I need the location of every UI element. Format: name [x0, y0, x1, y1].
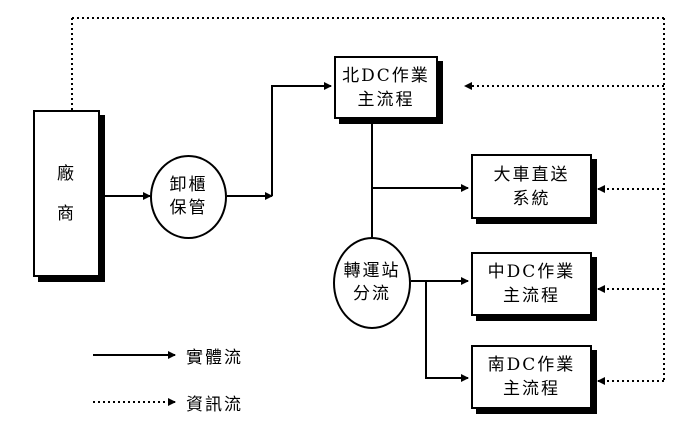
- south-dc-box: 南DC作業 主流程: [471, 345, 592, 409]
- south-dc-label-line2: 主流程: [503, 379, 560, 399]
- south-dc-label-line1: 南DC作業: [487, 355, 576, 375]
- unload-storage-node: 卸櫃 保管: [150, 155, 227, 239]
- vendor-label-line1: 廠: [57, 163, 76, 184]
- legend-physical-label: 實體流: [186, 348, 243, 368]
- unload-label-line1: 卸櫃: [169, 175, 208, 195]
- unload-label-line2: 保管: [169, 198, 208, 218]
- physical-arrow-to-north-dc: [271, 82, 332, 196]
- transfer-label-line1: 轉運站: [343, 261, 401, 281]
- vendor-label-line2: 商: [57, 203, 76, 224]
- transfer-label-line2: 分流: [353, 284, 391, 304]
- direct-shipping-box: 大車直送 系統: [471, 154, 592, 219]
- north-dc-label-line2: 主流程: [357, 89, 415, 110]
- vendor-box: 廠 商: [33, 110, 100, 277]
- direct-label-line2: 系統: [512, 188, 551, 209]
- legend-information-label: 資訊流: [186, 395, 243, 415]
- north-dc-box: 北DC作業 主流程: [334, 56, 438, 119]
- information-flow-lines: [71, 17, 665, 385]
- physical-flow-lines: [103, 82, 469, 382]
- physical-arrow-to-south-dc: [425, 281, 469, 382]
- transfer-station-node: 轉運站 分流: [333, 237, 411, 329]
- central-dc-label-line2: 主流程: [503, 286, 560, 306]
- north-dc-label-line1: 北DC作業: [342, 65, 430, 86]
- central-dc-label-line1: 中DC作業: [487, 262, 576, 282]
- direct-label-line1: 大車直送: [493, 164, 570, 185]
- central-dc-box: 中DC作業 主流程: [471, 252, 592, 316]
